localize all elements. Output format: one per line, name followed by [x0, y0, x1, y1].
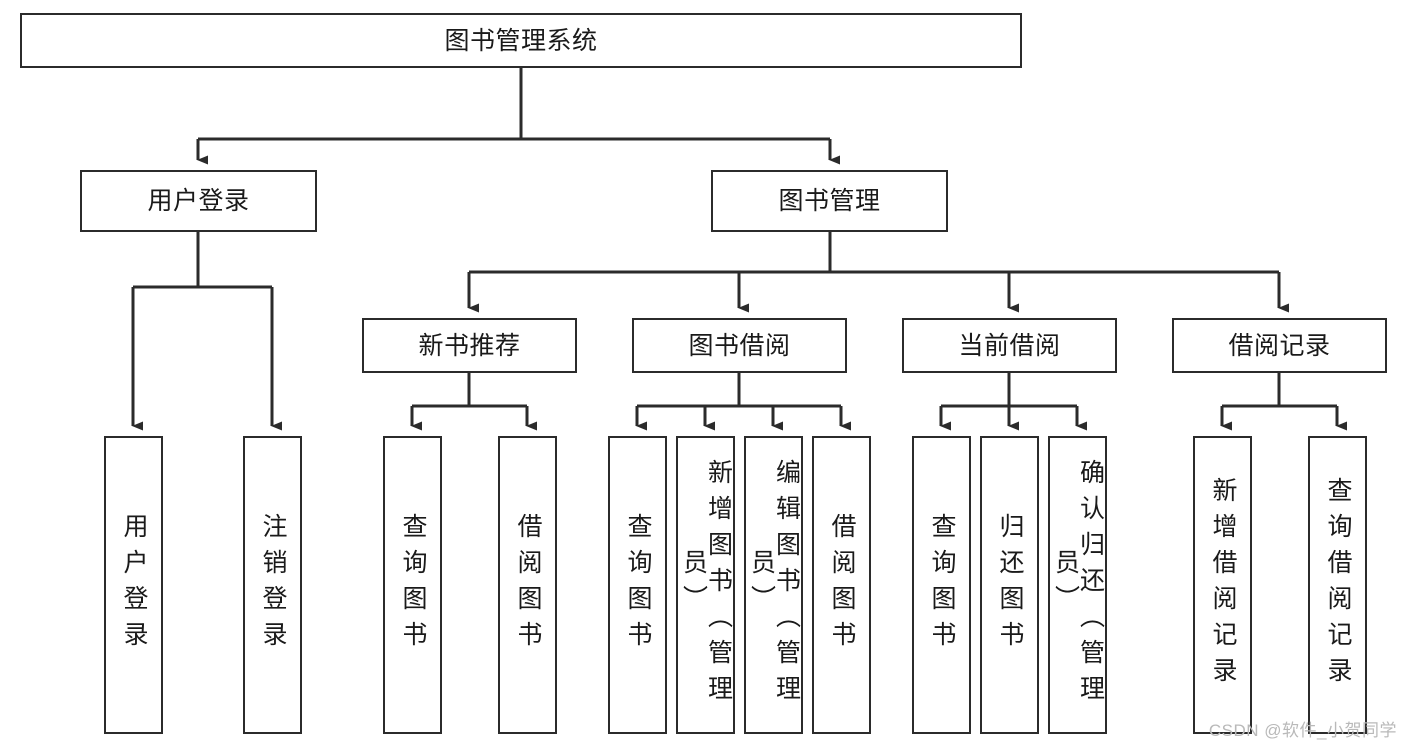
node-label: 确认归还（管理员）: [1051, 459, 1105, 711]
leaf-user-logout[interactable]: 注销登录: [243, 436, 302, 734]
node-root[interactable]: 图书管理系统: [20, 13, 1022, 68]
leaf-return-book[interactable]: 归还图书: [980, 436, 1039, 734]
node-label: 用户登录: [147, 187, 250, 215]
node-label: 编辑图书（管理员）: [747, 459, 801, 711]
node-label: 新增借阅记录: [1209, 477, 1237, 693]
leaf-borrow-book[interactable]: 借阅图书: [812, 436, 871, 734]
node-label: 查询借阅记录: [1324, 477, 1352, 693]
leaf-borrow-book-new[interactable]: 借阅图书: [498, 436, 557, 734]
node-user-login[interactable]: 用户登录: [80, 170, 317, 232]
node-label: 当前借阅: [958, 331, 1061, 360]
leaf-query-book-current[interactable]: 查询图书: [912, 436, 971, 734]
node-book-management[interactable]: 图书管理: [711, 170, 948, 232]
leaf-edit-book-admin[interactable]: 编辑图书（管理员）: [744, 436, 803, 734]
node-label: 借阅图书: [514, 513, 542, 657]
node-label: 图书借阅: [688, 331, 791, 360]
node-label: 查询图书: [624, 513, 652, 657]
node-label: 查询图书: [928, 513, 956, 657]
leaf-query-book-borrow[interactable]: 查询图书: [608, 436, 667, 734]
node-label: 图书管理系统: [444, 26, 598, 55]
node-book-borrow[interactable]: 图书借阅: [632, 318, 847, 373]
leaf-confirm-return-admin[interactable]: 确认归还（管理员）: [1048, 436, 1107, 734]
node-label: 查询图书: [399, 513, 427, 657]
leaf-user-login[interactable]: 用户登录: [104, 436, 163, 734]
leaf-add-book-admin[interactable]: 新增图书（管理员）: [676, 436, 735, 734]
node-label: 注销登录: [259, 513, 287, 657]
node-label: 图书管理: [778, 187, 881, 215]
node-new-book-recommend[interactable]: 新书推荐: [362, 318, 577, 373]
node-borrow-record[interactable]: 借阅记录: [1172, 318, 1387, 373]
leaf-query-borrow-record[interactable]: 查询借阅记录: [1308, 436, 1367, 734]
node-label: 借阅图书: [828, 513, 856, 657]
node-label: 新增图书（管理员）: [679, 459, 733, 711]
node-label: 借阅记录: [1228, 331, 1331, 360]
node-label: 用户登录: [120, 513, 148, 657]
leaf-add-borrow-record[interactable]: 新增借阅记录: [1193, 436, 1252, 734]
leaf-query-book-new[interactable]: 查询图书: [383, 436, 442, 734]
node-current-borrow[interactable]: 当前借阅: [902, 318, 1117, 373]
node-label: 归还图书: [996, 513, 1024, 657]
node-label: 新书推荐: [418, 331, 521, 360]
watermark-text: CSDN @软件_小贺同学: [1208, 721, 1397, 740]
